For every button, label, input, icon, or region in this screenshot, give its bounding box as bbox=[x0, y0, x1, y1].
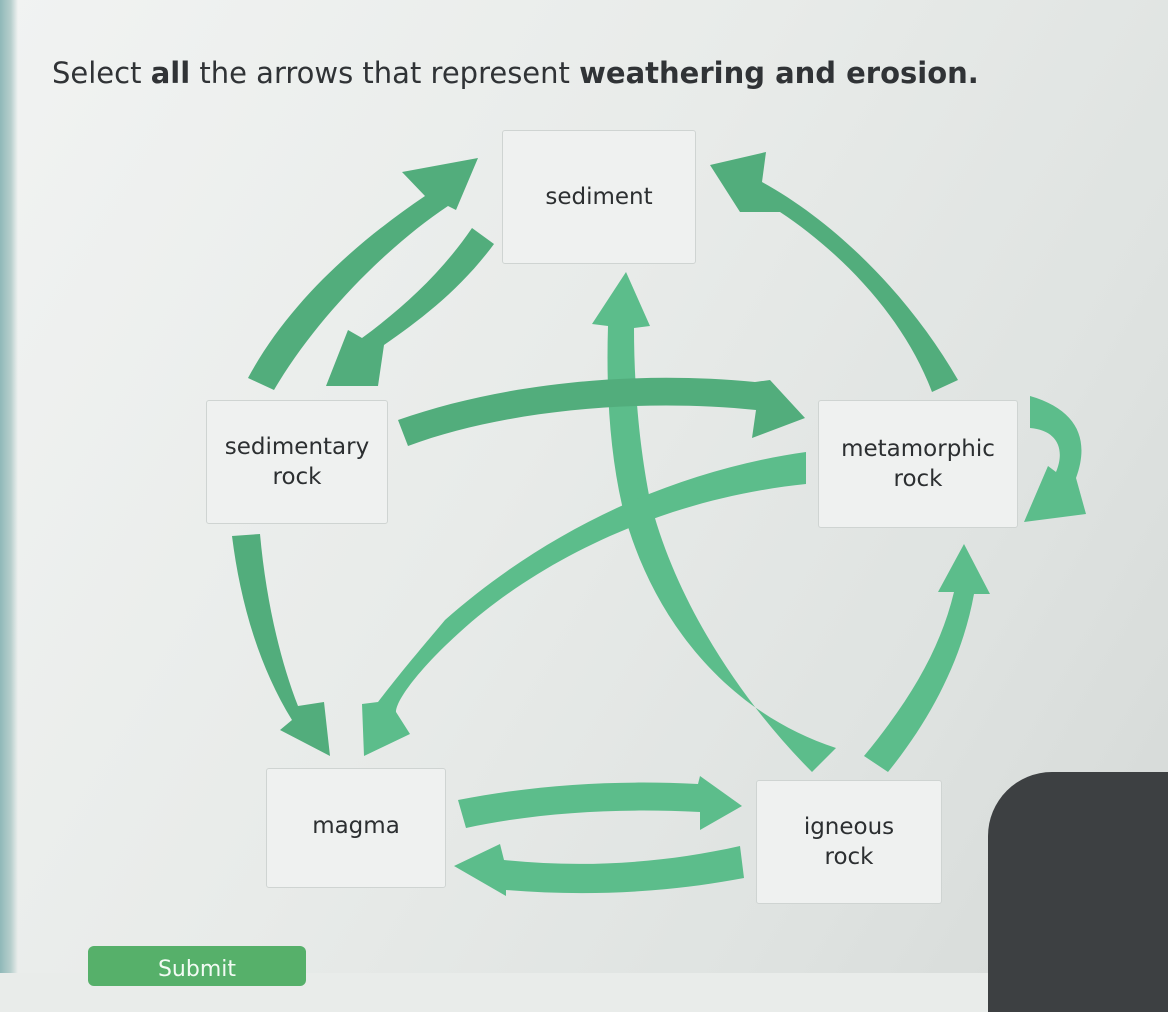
prompt-prefix: Select bbox=[52, 56, 151, 90]
node-magma-label: magma bbox=[312, 813, 400, 839]
arrow-sedimentary-to-metamorphic[interactable] bbox=[398, 377, 805, 446]
node-sedimentary-rock-line1: sedimentary bbox=[224, 434, 370, 460]
prompt-emphasis-all: all bbox=[150, 56, 191, 90]
node-sediment: sediment bbox=[502, 130, 696, 264]
node-igneous-rock-line1: igneous bbox=[803, 814, 895, 840]
prompt-emphasis-process: weathering and erosion. bbox=[579, 56, 979, 90]
arrow-magma-to-igneous[interactable] bbox=[458, 776, 742, 830]
node-magma: magma bbox=[266, 768, 446, 888]
node-sedimentary-rock-line2: rock bbox=[272, 464, 322, 490]
node-igneous-rock-line2: rock bbox=[824, 844, 874, 870]
arrow-metamorphic-self-loop[interactable] bbox=[1024, 396, 1086, 522]
arrow-sedimentary-to-sediment[interactable] bbox=[248, 158, 478, 390]
arrow-sediment-to-sedimentary[interactable] bbox=[326, 228, 494, 386]
node-metamorphic-rock-line1: metamorphic bbox=[841, 436, 995, 462]
node-metamorphic-rock-line2: rock bbox=[893, 466, 943, 492]
rock-cycle-diagram bbox=[232, 152, 1086, 896]
question-prompt: Select all the arrows that represent wea… bbox=[52, 56, 979, 90]
prompt-middle: the arrows that represent bbox=[190, 56, 580, 90]
node-sediment-label: sediment bbox=[545, 184, 653, 210]
arrow-igneous-to-metamorphic[interactable] bbox=[864, 544, 990, 772]
node-sedimentary-rock: sedimentary rock bbox=[206, 400, 388, 524]
monitor-bezel bbox=[988, 772, 1168, 1012]
screen-edge bbox=[0, 0, 18, 973]
arrow-metamorphic-to-sediment[interactable] bbox=[710, 152, 958, 392]
node-igneous-rock: igneous rock bbox=[756, 780, 942, 904]
node-metamorphic-rock: metamorphic rock bbox=[818, 400, 1018, 528]
arrow-igneous-to-magma[interactable] bbox=[454, 844, 744, 896]
arrow-metamorphic-to-magma[interactable] bbox=[362, 452, 806, 756]
submit-button[interactable]: Submit bbox=[88, 946, 306, 986]
arrow-sedimentary-to-magma[interactable] bbox=[232, 534, 330, 756]
